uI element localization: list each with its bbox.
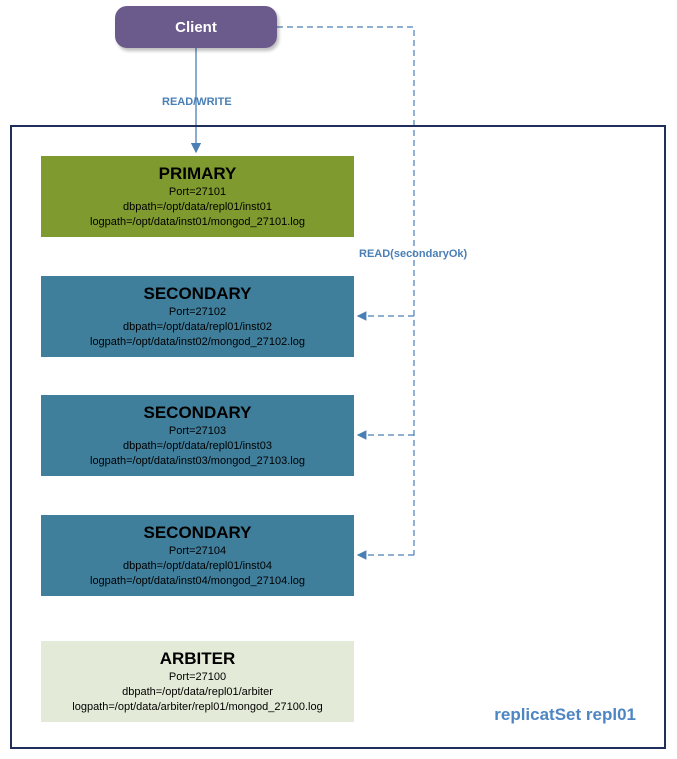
node-logpath: logpath=/opt/data/inst03/mongod_27103.lo…	[90, 455, 305, 467]
secondary-node: SECONDARY Port=27104 dbpath=/opt/data/re…	[41, 515, 354, 596]
node-role: SECONDARY	[143, 523, 252, 542]
node-dbpath: dbpath=/opt/data/repl01/inst03	[123, 440, 272, 452]
node-role: ARBITER	[159, 649, 236, 668]
node-logpath: logpath=/opt/data/inst02/mongod_27102.lo…	[90, 336, 305, 348]
node-dbpath: dbpath=/opt/data/repl01/inst04	[123, 560, 272, 572]
primary-node: PRIMARY Port=27101 dbpath=/opt/data/repl…	[41, 156, 354, 237]
node-port: Port=27100	[168, 671, 227, 683]
node-role: PRIMARY	[158, 164, 237, 183]
node-role: SECONDARY	[143, 403, 252, 422]
node-dbpath: dbpath=/opt/data/repl01/arbiter	[122, 686, 273, 698]
node-dbpath: dbpath=/opt/data/repl01/inst02	[123, 321, 272, 333]
node-role: SECONDARY	[143, 284, 252, 303]
node-port: Port=27103	[168, 425, 227, 437]
secondary-node: SECONDARY Port=27103 dbpath=/opt/data/re…	[41, 395, 354, 476]
node-logpath: logpath=/opt/data/inst01/mongod_27101.lo…	[90, 216, 305, 228]
replica-set-frame: replicatSet repl01	[10, 125, 666, 749]
node-port: Port=27102	[168, 306, 227, 318]
node-dbpath: dbpath=/opt/data/repl01/inst01	[123, 201, 272, 213]
node-port: Port=27104	[168, 545, 227, 557]
node-logpath: logpath=/opt/data/arbiter/repl01/mongod_…	[72, 701, 323, 713]
node-port: Port=27101	[168, 186, 227, 198]
read-secondary-label: READ(secondaryOk)	[359, 248, 468, 260]
arbiter-node: ARBITER Port=27100 dbpath=/opt/data/repl…	[41, 641, 354, 722]
node-logpath: logpath=/opt/data/inst04/mongod_27104.lo…	[90, 575, 305, 587]
replica-set-label: replicatSet repl01	[494, 705, 636, 724]
secondary-node: SECONDARY Port=27102 dbpath=/opt/data/re…	[41, 276, 354, 357]
read-write-label: READ/WRITE	[162, 96, 232, 108]
client-node: Client	[115, 6, 277, 48]
